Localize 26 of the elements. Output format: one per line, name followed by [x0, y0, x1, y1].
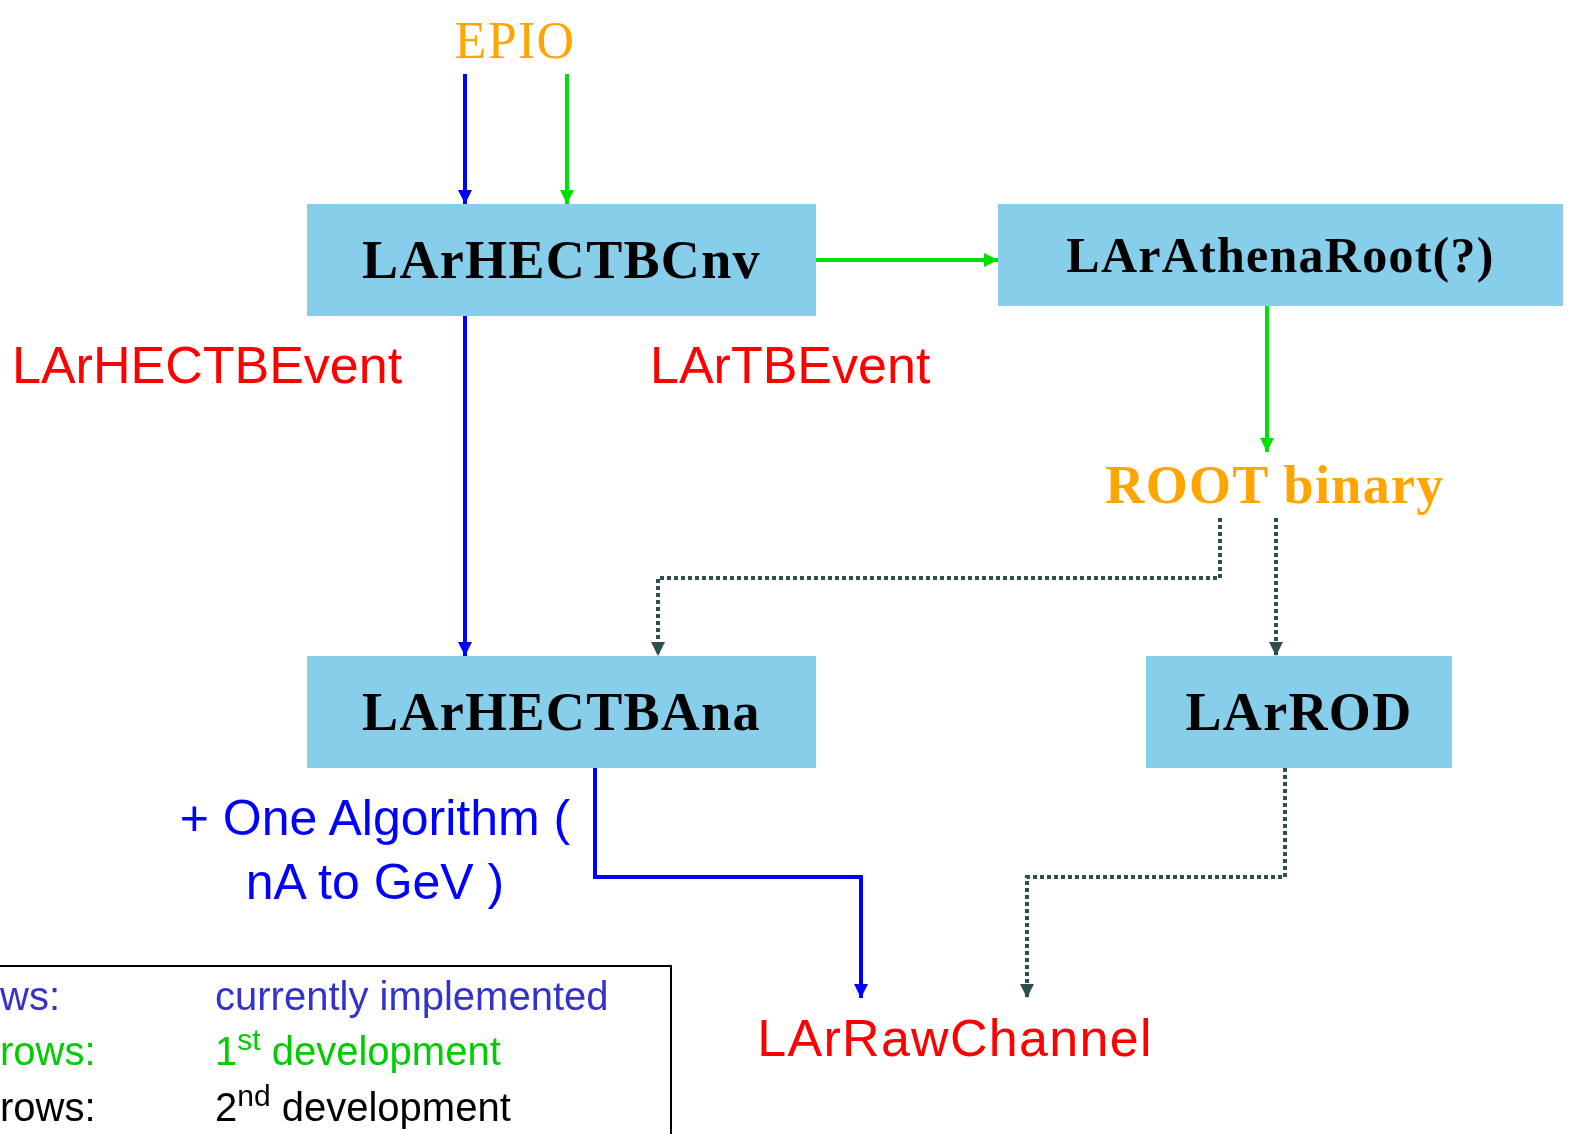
arrow: [560, 74, 574, 204]
legend-text: 2$^{nd}$ development: [215, 1078, 511, 1131]
node-label: ROOT binary: [1105, 453, 1445, 517]
node-label: LArRawChannel: [757, 1008, 1153, 1069]
arrow: [1269, 518, 1283, 656]
legend-text: currently implemented: [215, 973, 609, 1020]
arrow: [593, 768, 868, 998]
arrow: [651, 518, 1222, 656]
module-box: [1146, 656, 1452, 768]
algorithm-note: + One Algorithm ( nA to GeV ): [178, 789, 572, 912]
arrow: [1260, 306, 1274, 452]
node-label: LArHECTBAna: [362, 680, 761, 744]
legend-text: 1$^{st}$ development: [215, 1022, 501, 1075]
node-label: LArAthenaRoot(?): [1066, 225, 1495, 285]
module-box: [998, 204, 1563, 306]
node-label: LArHECTBCnv: [362, 228, 761, 292]
data-label: LArHECTBEvent: [12, 335, 403, 396]
data-label: LArTBEvent: [650, 335, 931, 396]
arrow: [458, 74, 472, 204]
module-box: [307, 204, 816, 316]
module-box: [307, 656, 816, 768]
arrow: [1020, 768, 1287, 998]
arrow: [458, 316, 472, 656]
arrow: [816, 253, 998, 267]
node-label: LArROD: [1185, 680, 1413, 744]
node-label: EPIO: [454, 11, 576, 71]
